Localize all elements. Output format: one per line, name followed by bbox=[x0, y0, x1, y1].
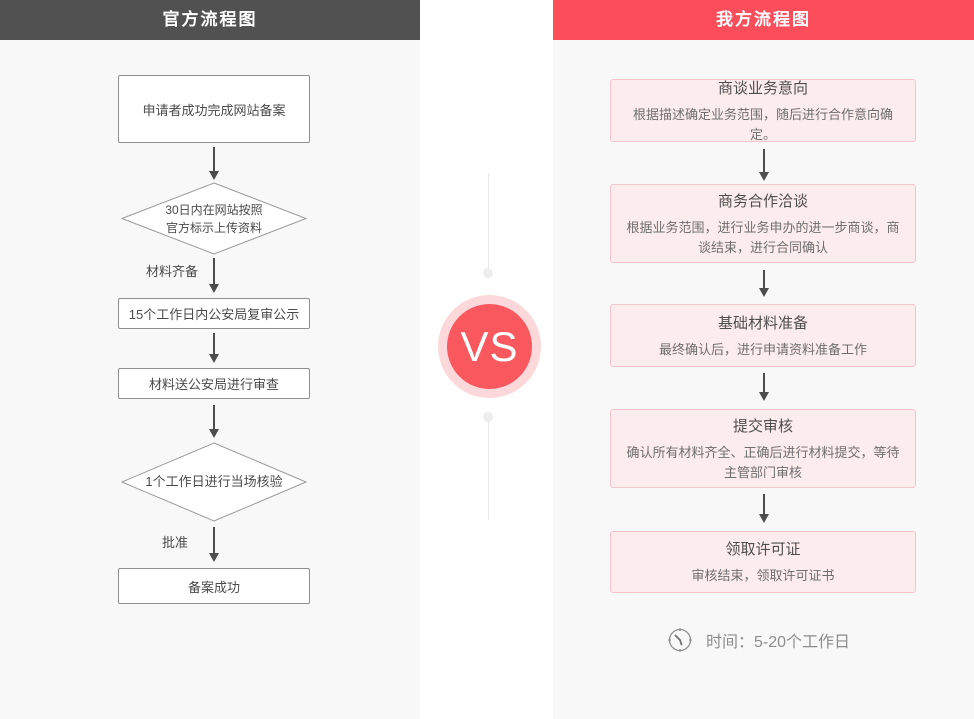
our-panel-title: 我方流程图 bbox=[553, 0, 974, 40]
step-title: 领取许可证 bbox=[725, 541, 801, 559]
diamond-shape bbox=[121, 182, 307, 255]
decision-upload-materials: 30日内在网站按照 官方标示上传资料 bbox=[121, 182, 307, 255]
flow-step-website-filing: 申请者成功完成网站备案 bbox=[118, 75, 310, 143]
step-title: 基础材料准备 bbox=[717, 314, 808, 332]
official-process-panel: 官方流程图 申请者成功完成网站备案 30日内在网站按照 官方标示上传资料 材料齐… bbox=[0, 0, 420, 719]
flow-arrow bbox=[213, 527, 215, 553]
flow-step-label: 备案成功 bbox=[187, 579, 240, 595]
step-title: 商谈业务意向 bbox=[717, 80, 808, 97]
divider-dot-bottom bbox=[483, 412, 493, 422]
decision-text: 1个工作日进行当场核验 bbox=[145, 474, 283, 490]
flow-step-label: 材料送公安局进行审查 bbox=[148, 377, 279, 392]
flow-step-filing-success: 备案成功 bbox=[118, 568, 310, 604]
step-description: 根据描述确定业务范围，随后进行合作意向确定。 bbox=[632, 107, 893, 142]
flow-step-police-review: 15个工作日内公安局复审公示 bbox=[118, 298, 310, 329]
flow-step-label: 15个工作日内公安局复审公示 bbox=[128, 307, 300, 322]
decision-text: 30日内在网站按照 官方标示上传资料 bbox=[165, 202, 263, 235]
divider-line-bottom bbox=[488, 421, 489, 520]
flow-step-send-materials: 材料送公安局进行审查 bbox=[118, 368, 310, 399]
step-description: 审核结束，领取许可证书 bbox=[691, 568, 835, 584]
clock-icon bbox=[668, 628, 692, 652]
flow-step-material-preparation: 基础材料准备 最终确认后，进行申请资料准备工作 bbox=[610, 304, 916, 367]
vs-badge: VS bbox=[438, 295, 541, 398]
flow-arrow bbox=[213, 333, 215, 354]
time-note-text: 时间：5-20个工作日 bbox=[706, 634, 851, 651]
flow-arrow bbox=[763, 270, 765, 288]
flow-step-business-intent: 商谈业务意向 根据描述确定业务范围，随后进行合作意向确定。 bbox=[610, 79, 916, 142]
official-panel-title: 官方流程图 bbox=[0, 0, 420, 40]
step-title: 提交审核 bbox=[732, 418, 793, 435]
flow-arrow bbox=[763, 373, 765, 392]
flow-step-cooperation-talks: 商务合作洽谈 根据业务范围，进行业务申办的进一步商谈，商谈结束，进行合同确认 bbox=[610, 184, 916, 263]
flow-arrow bbox=[213, 147, 215, 171]
step-description: 根据业务范围，进行业务申办的进一步商谈，商谈结束，进行合同确认 bbox=[626, 220, 900, 255]
divider-dot-top bbox=[483, 268, 493, 278]
step-description: 确认所有材料齐全、正确后进行材料提交，等待主管部门审核 bbox=[626, 445, 900, 480]
vs-badge-inner: VS bbox=[447, 304, 532, 389]
decision-onsite-check: 1个工作日进行当场核验 bbox=[121, 442, 307, 522]
flow-step-label: 申请者成功完成网站备案 bbox=[142, 102, 286, 118]
flow-arrow bbox=[763, 149, 765, 172]
edge-label-materials-ready: 材料齐备 bbox=[146, 264, 199, 279]
edge-label-approved: 批准 bbox=[162, 535, 189, 550]
time-note: 时间：5-20个工作日 bbox=[665, 624, 850, 656]
flow-step-receive-license: 领取许可证 审核结束，领取许可证书 bbox=[610, 531, 916, 593]
flow-arrow bbox=[763, 494, 765, 514]
step-description: 最终确认后，进行申请资料准备工作 bbox=[658, 341, 867, 357]
divider-line-top bbox=[488, 173, 489, 273]
flow-arrow bbox=[213, 405, 215, 429]
step-title: 商务合作洽谈 bbox=[717, 193, 808, 210]
diamond-shape bbox=[121, 442, 307, 522]
flow-step-submit-review: 提交审核 确认所有材料齐全、正确后进行材料提交，等待主管部门审核 bbox=[610, 409, 916, 488]
flow-arrow bbox=[213, 258, 215, 284]
our-process-panel: 我方流程图 商谈业务意向 根据描述确定业务范围，随后进行合作意向确定。 商务合作… bbox=[553, 0, 974, 719]
